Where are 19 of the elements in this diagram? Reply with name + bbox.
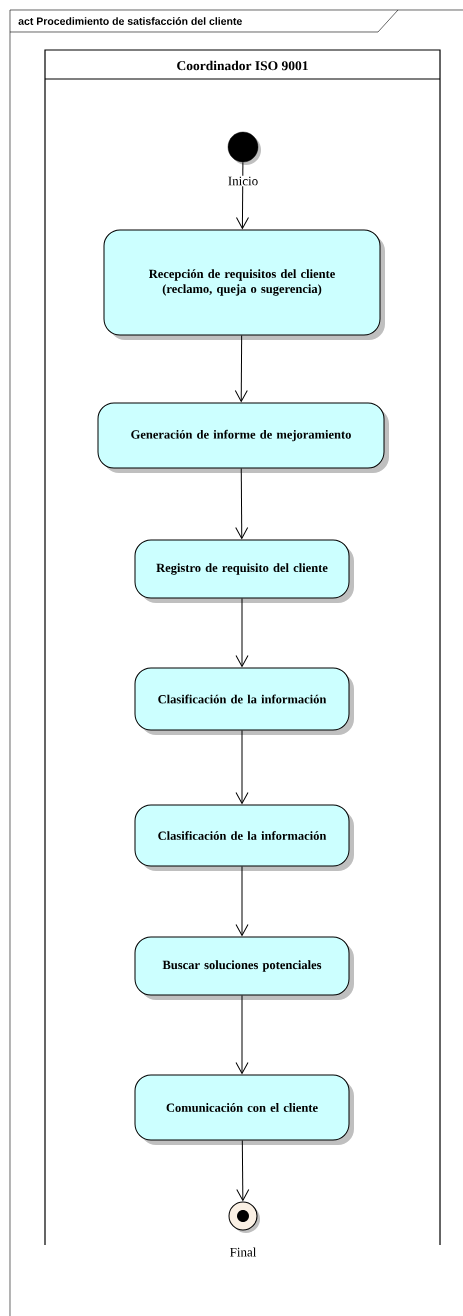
arrow bbox=[234, 335, 248, 402]
action-box: Comunicación con el cliente bbox=[134, 1074, 354, 1145]
action-box: Recepción de requisitos del cliente (reclamo, queja o sugerencia) bbox=[103, 229, 385, 340]
arrow bbox=[235, 866, 249, 936]
arrow bbox=[235, 730, 249, 804]
action-box: Registro de requisito del cliente bbox=[134, 539, 354, 603]
action-box: Clasificación de la información bbox=[134, 667, 354, 735]
action-box: Clasificación de la información bbox=[134, 804, 354, 871]
arrow bbox=[235, 468, 249, 539]
node-label: Final bbox=[230, 1247, 257, 1257]
action-box: Buscar soluciones potenciales bbox=[134, 936, 354, 1000]
initial-node bbox=[227, 131, 261, 165]
arrow bbox=[236, 1140, 250, 1201]
action-box: Generación de informe de mejoramiento bbox=[97, 402, 389, 473]
arrow bbox=[235, 995, 249, 1074]
arrow bbox=[235, 598, 249, 667]
arrow bbox=[236, 161, 249, 229]
final-node bbox=[228, 1201, 260, 1233]
node-label: Inicio bbox=[228, 176, 258, 186]
